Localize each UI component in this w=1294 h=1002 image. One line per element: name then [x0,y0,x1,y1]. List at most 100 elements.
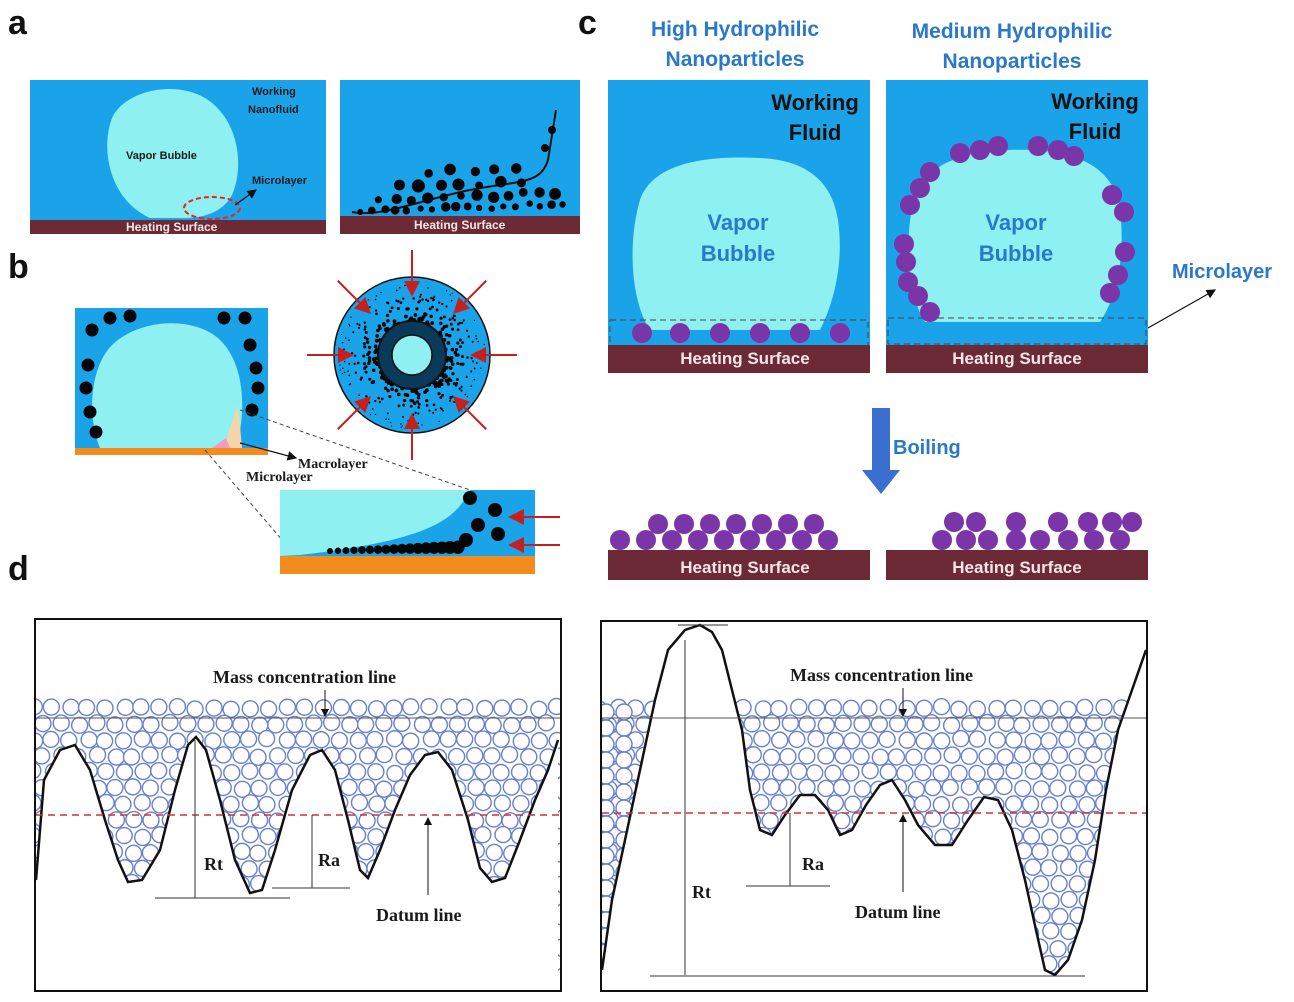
fluid-particle [968,764,986,783]
ring-particle [371,408,374,410]
fluid-particle [401,732,420,750]
nanoparticle [518,187,528,197]
ring-particle [356,361,360,365]
heating-surface-label-c-bottom-right: Heating Surface [952,558,1081,577]
fluid-particle [268,747,287,765]
nanoparticle [488,191,500,204]
fluid-particle [249,748,267,766]
fluid-particle [807,730,825,748]
ring-particle [465,375,468,379]
fluid-particle [357,843,375,861]
ring-particle [442,375,446,379]
fluid-particle [305,714,323,732]
ring-particle [413,402,417,406]
ring-particle [449,359,454,364]
nanoparticle [422,192,434,204]
ring-particle [421,298,424,301]
nanoparticle [463,202,472,211]
nanoparticle [1028,136,1048,156]
fluid-particle [385,730,404,748]
ring-particle [460,385,463,389]
ring-particle [456,341,460,345]
ring-particle [339,369,341,371]
ring-particle [466,356,469,359]
nanoparticle [516,178,526,188]
ring-particle [438,301,441,304]
fluid-particle [1013,746,1032,764]
fluid-particle [134,762,152,781]
vapor-c-left-2: Bubble [701,241,776,266]
ring-particle [363,345,367,349]
ring-particle [349,324,351,327]
fluid-particle [770,731,789,749]
ring-particle [472,360,475,363]
fluid-particle [952,729,970,748]
nanoparticle [411,179,425,193]
fluid-particle [770,794,788,812]
nanoparticle [357,208,364,215]
fluid-particle [358,812,376,830]
fluid-particle [752,763,771,781]
fluid-particle [995,777,1013,796]
fluid-particle [761,811,779,830]
nanoparticle [526,200,533,207]
ring-particle [461,341,464,344]
nanoparticle [406,195,416,206]
ring-particle [382,321,386,326]
fluid-particle [492,730,510,749]
ring-particle [418,295,422,299]
fluid-particle [1051,907,1069,926]
ring-particle [439,396,443,400]
deposited-particle [1102,512,1122,532]
fluid-particle [278,731,297,749]
fluid-particle [142,811,160,829]
profile-mask-d-left [36,737,558,990]
fluid-particle [375,780,393,798]
ring-particle [364,370,368,374]
nanoparticle [536,203,544,210]
fluid-particle [168,697,187,716]
fluid-particle [485,843,503,862]
ring-particle [413,389,418,393]
ring-particle [453,400,456,403]
ring-particle [384,379,389,384]
fluid-particle [932,796,951,814]
fluid-particle [988,731,1007,749]
fluid-particle [950,764,968,782]
fluid-particle [520,778,538,796]
ra-label-d-left: Ra [318,850,340,870]
ring-particle [396,392,401,397]
fluid-particle [798,778,816,796]
nanoparticle [217,311,231,325]
ring-particle [374,298,377,301]
fluid-particle [510,698,528,716]
fluid-particle [817,779,835,798]
nanoparticle [1064,146,1084,166]
nanoparticle [251,381,265,395]
ring-particle [484,356,486,358]
nanoparticle [488,503,502,517]
nanoparticle [1048,140,1068,160]
ring-particle [448,318,452,322]
fluid-particle [241,762,259,780]
ring-particle [353,362,356,366]
fluid-particle [239,730,258,748]
microlayer-box-c-right [887,317,1147,345]
fluid-particle [1084,745,1103,764]
zoom-line-top [239,409,471,491]
ring-particle [365,337,369,341]
boiling-arrow [862,408,900,494]
fluid-particle [1048,779,1067,797]
fluid-particle [232,715,250,734]
fluid-particle [1032,715,1050,733]
fluid-particle [932,764,950,782]
fluid-particle [512,794,530,813]
ring-particle [343,360,346,363]
fluid-particle [530,732,549,750]
fluid-particle [456,698,474,716]
fluid-particle [70,716,89,734]
fluid-particle [907,780,925,799]
fluid-particle [1060,795,1078,813]
fluid-particle [788,730,806,749]
fluid-particle [36,714,52,733]
